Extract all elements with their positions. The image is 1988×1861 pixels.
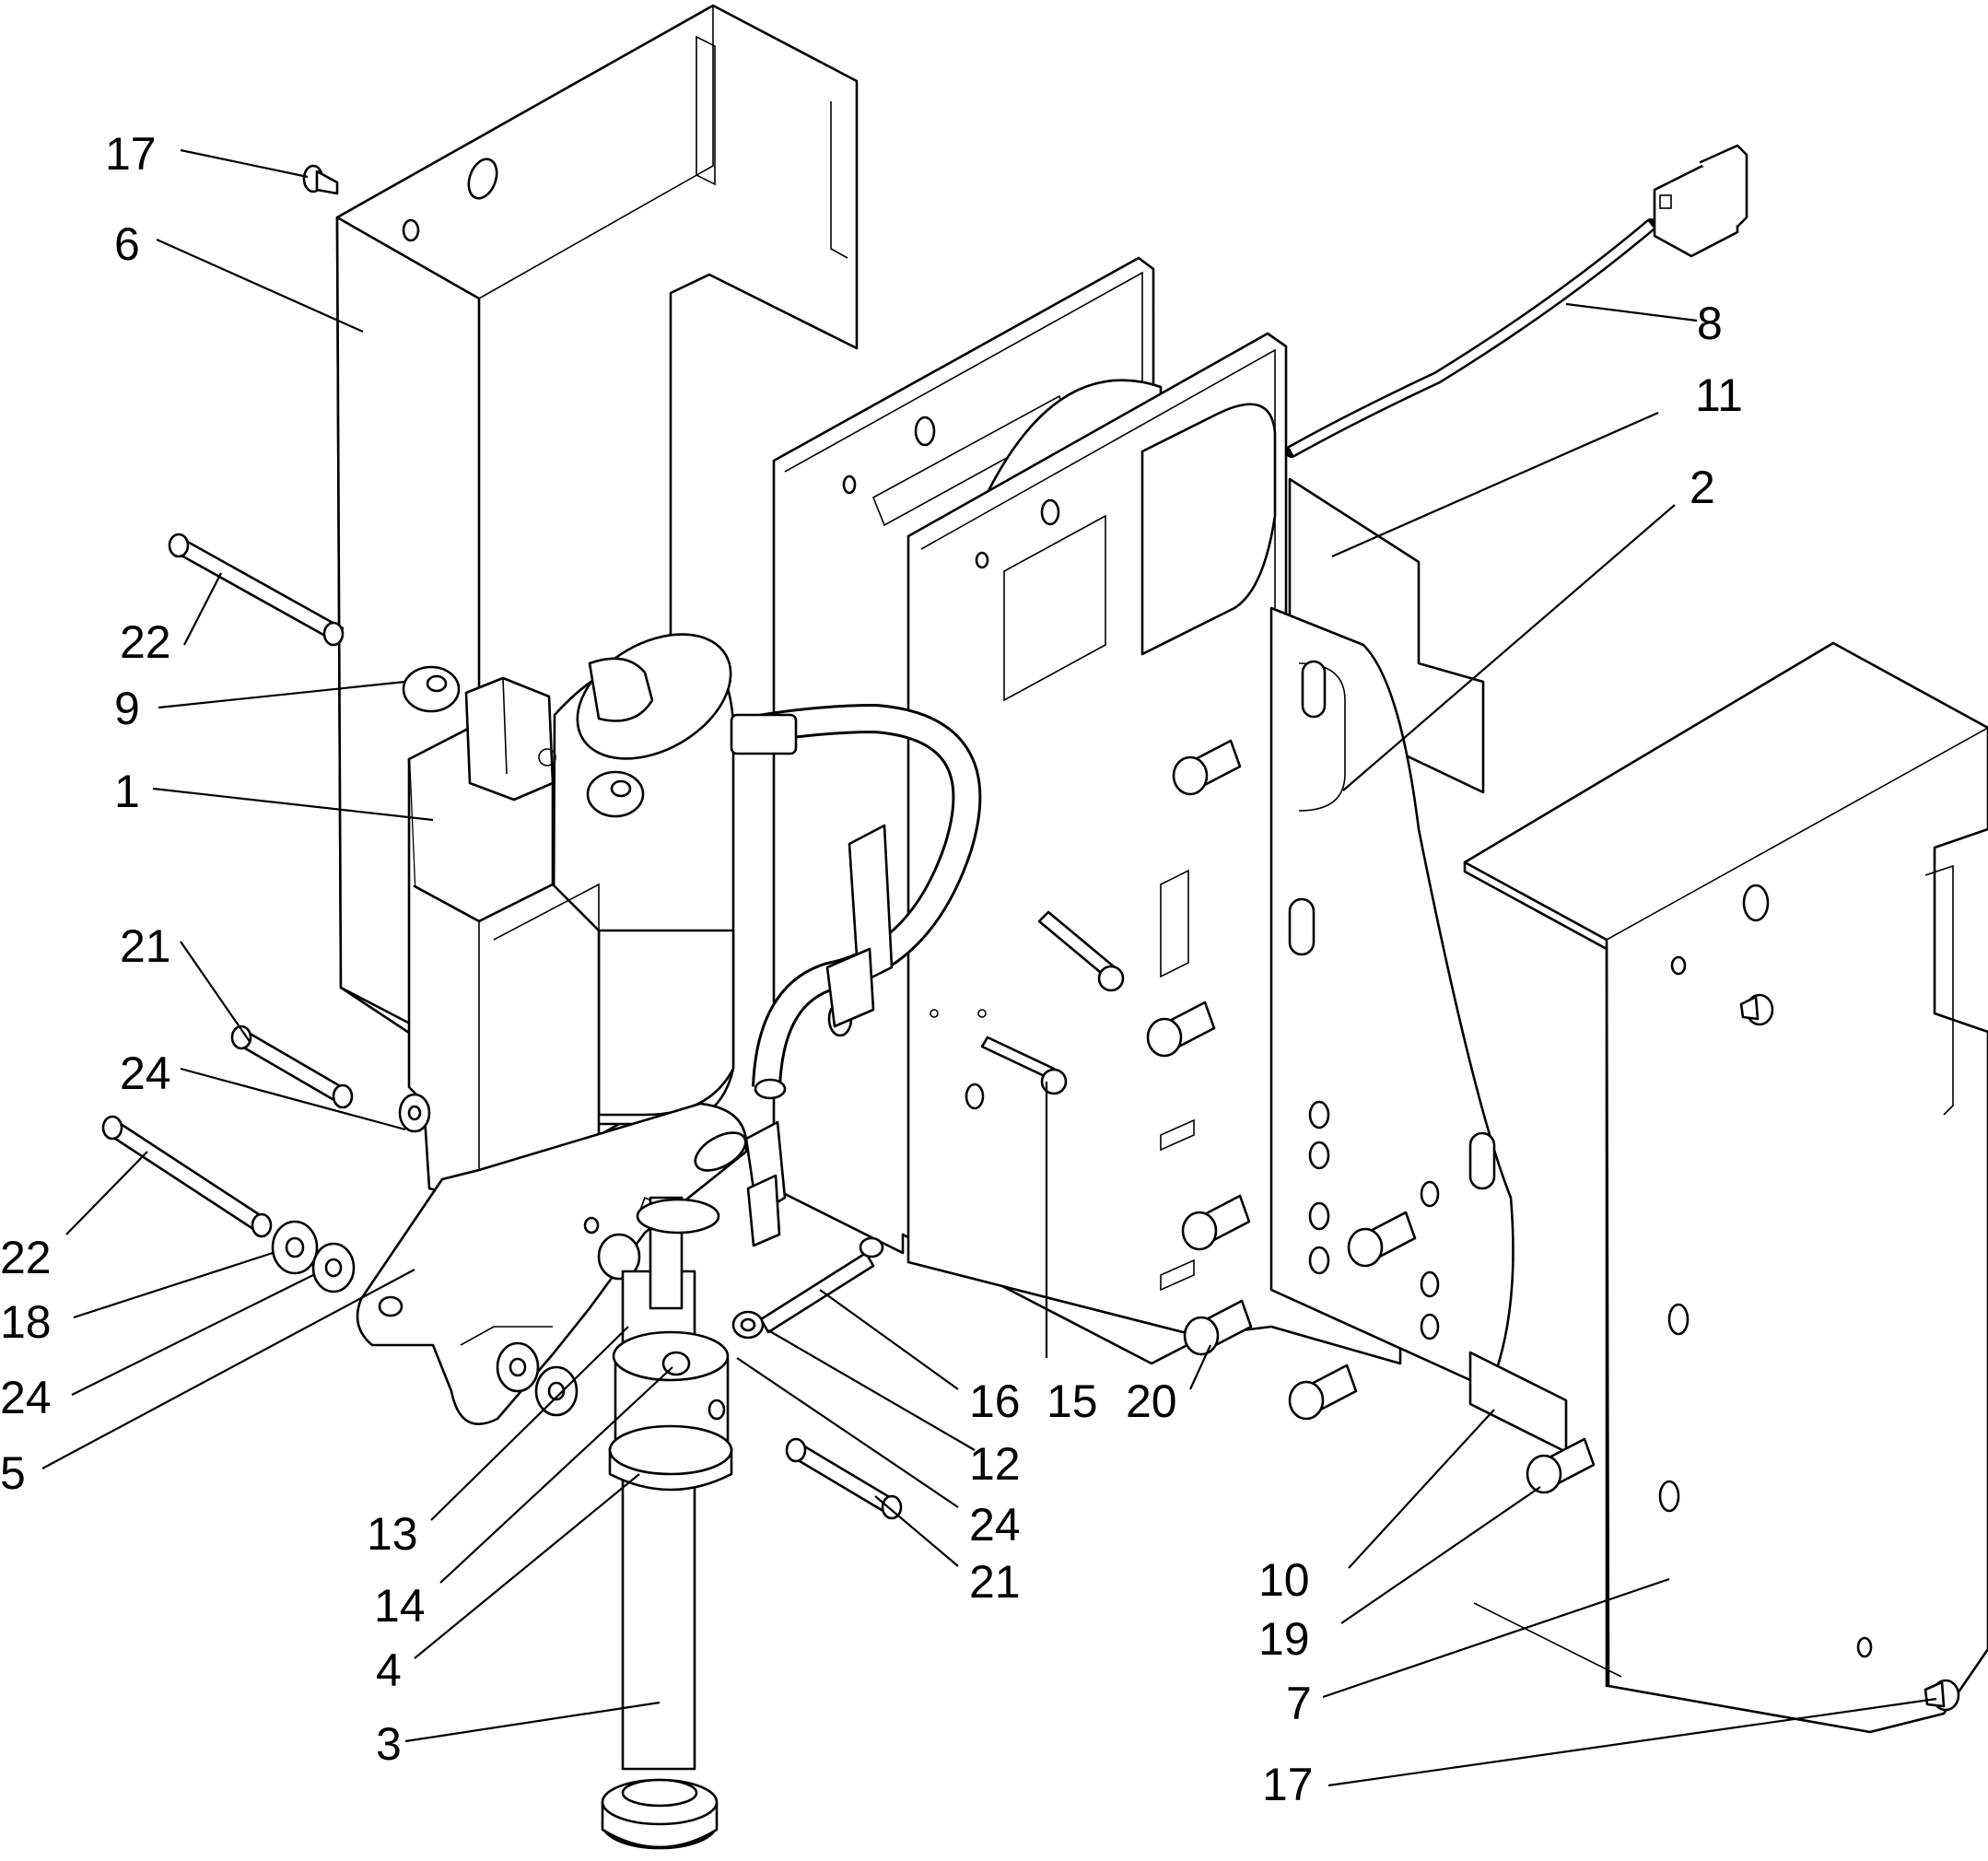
callout-24-lower: 24 <box>969 1499 1021 1551</box>
callout-4: 4 <box>376 1644 402 1696</box>
callout-2: 2 <box>1690 462 1715 513</box>
part-17-rivet-bottom <box>1924 1679 1960 1712</box>
callout-12: 12 <box>969 1438 1021 1490</box>
part-22-pin-upper <box>168 533 345 647</box>
callout-22-lower: 22 <box>0 1232 52 1283</box>
callout-15: 15 <box>1047 1375 1098 1427</box>
part-21-pin-upper <box>230 1024 354 1109</box>
part-22-pin-lower <box>101 1115 273 1238</box>
part-10-small-bracket <box>1468 1351 1568 1454</box>
callout-7: 7 <box>1286 1678 1312 1729</box>
callout-24-upper: 24 <box>120 1048 171 1099</box>
part-17-rivet-side <box>1739 993 1774 1026</box>
callout-16: 16 <box>969 1375 1021 1427</box>
part-18-washer <box>271 1220 319 1275</box>
part-2-slotted-plate <box>1160 606 1514 1384</box>
part-24-washer-left <box>311 1242 356 1293</box>
part-17-rivet-top <box>302 164 339 195</box>
part-24-washer-upper <box>398 1093 431 1133</box>
part-19-screw <box>1526 1437 1596 1494</box>
part-15-screws <box>930 910 1125 1095</box>
callout-1: 1 <box>114 766 140 817</box>
callout-9: 9 <box>114 683 140 734</box>
part-21-pin-lower <box>785 1437 903 1520</box>
callout-24-left: 24 <box>0 1372 52 1423</box>
callout-11: 11 <box>1695 369 1743 421</box>
callout-19: 19 <box>1258 1613 1310 1665</box>
part-4-hub <box>608 1196 733 1492</box>
callout-17-top: 17 <box>105 128 157 180</box>
part-20-screws <box>1146 739 1417 1421</box>
part-16-bolt <box>759 1236 884 1334</box>
part-8-cable-connector <box>1285 144 1748 458</box>
callout-21-lower: 21 <box>969 1556 1021 1608</box>
callout-labels: 17 6 22 9 1 21 24 22 18 24 5 13 14 4 3 1… <box>0 128 1743 1810</box>
callout-22-upper: 22 <box>120 616 171 668</box>
part-5-link-plate <box>356 1102 748 1425</box>
callout-14: 14 <box>374 1580 426 1632</box>
callout-21-upper: 21 <box>120 920 171 972</box>
callout-5: 5 <box>0 1447 26 1499</box>
leader-lines <box>41 148 1937 1787</box>
part-1-motor <box>402 633 982 1247</box>
callout-6: 6 <box>114 218 140 270</box>
callout-18: 18 <box>0 1296 52 1348</box>
callout-20: 20 <box>1126 1375 1177 1427</box>
callout-8: 8 <box>1697 298 1723 349</box>
callout-17-bottom: 17 <box>1262 1759 1314 1810</box>
callout-10: 10 <box>1258 1554 1310 1606</box>
part-12-nut <box>731 1310 765 1340</box>
part-7-side-cover <box>1463 641 1988 1734</box>
callout-3: 3 <box>376 1718 402 1770</box>
callout-13: 13 <box>367 1508 418 1560</box>
